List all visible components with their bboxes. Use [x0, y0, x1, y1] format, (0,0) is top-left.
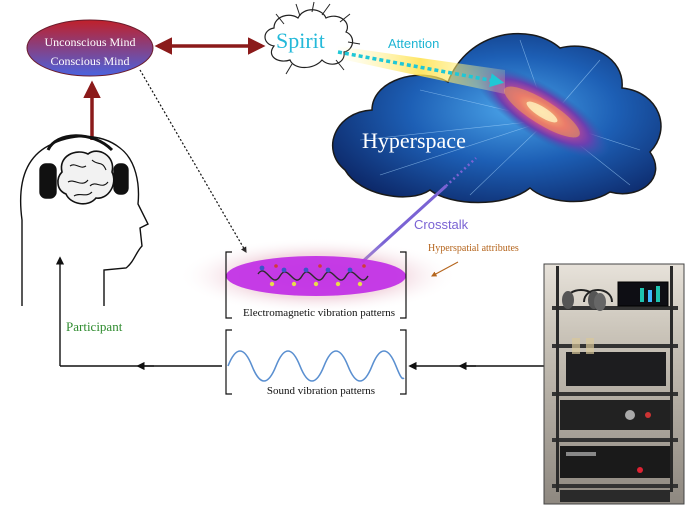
head-with-headphones-icon — [19, 134, 149, 306]
participant-label: Participant — [66, 319, 123, 334]
audio-equipment-rack-icon — [543, 263, 685, 505]
conscious-mind-label: Conscious Mind — [50, 54, 130, 68]
crosstalk-line-dotted — [445, 157, 477, 187]
signal-path — [55, 256, 544, 371]
em-molecule-chain — [257, 264, 369, 287]
hyperspace-label: Hyperspace — [362, 128, 466, 153]
crosstalk-label: Crosstalk — [414, 217, 469, 232]
spirit-label: Spirit — [276, 28, 325, 53]
mind-em-dotted-arrow — [139, 69, 247, 254]
hyperspace-cloud — [331, 32, 662, 204]
unconscious-mind-label: Unconscious Mind — [44, 35, 136, 49]
hyperspatial-arrow — [431, 261, 459, 277]
sound-wave — [227, 350, 405, 382]
em-ellipse — [226, 256, 406, 296]
em-patterns-label: Electromagnetic vibration patterns — [242, 307, 396, 319]
sound-patterns-label: Sound vibration patterns — [266, 385, 376, 397]
spirit-cloud-icon — [264, 1, 361, 75]
mind-ellipse — [26, 19, 154, 77]
hyperspatial-attributes-label: Hyperspatial attributes — [428, 243, 519, 254]
vibration-bracket — [225, 251, 407, 395]
attention-beam — [336, 46, 505, 94]
attention-label: Attention — [388, 36, 440, 51]
